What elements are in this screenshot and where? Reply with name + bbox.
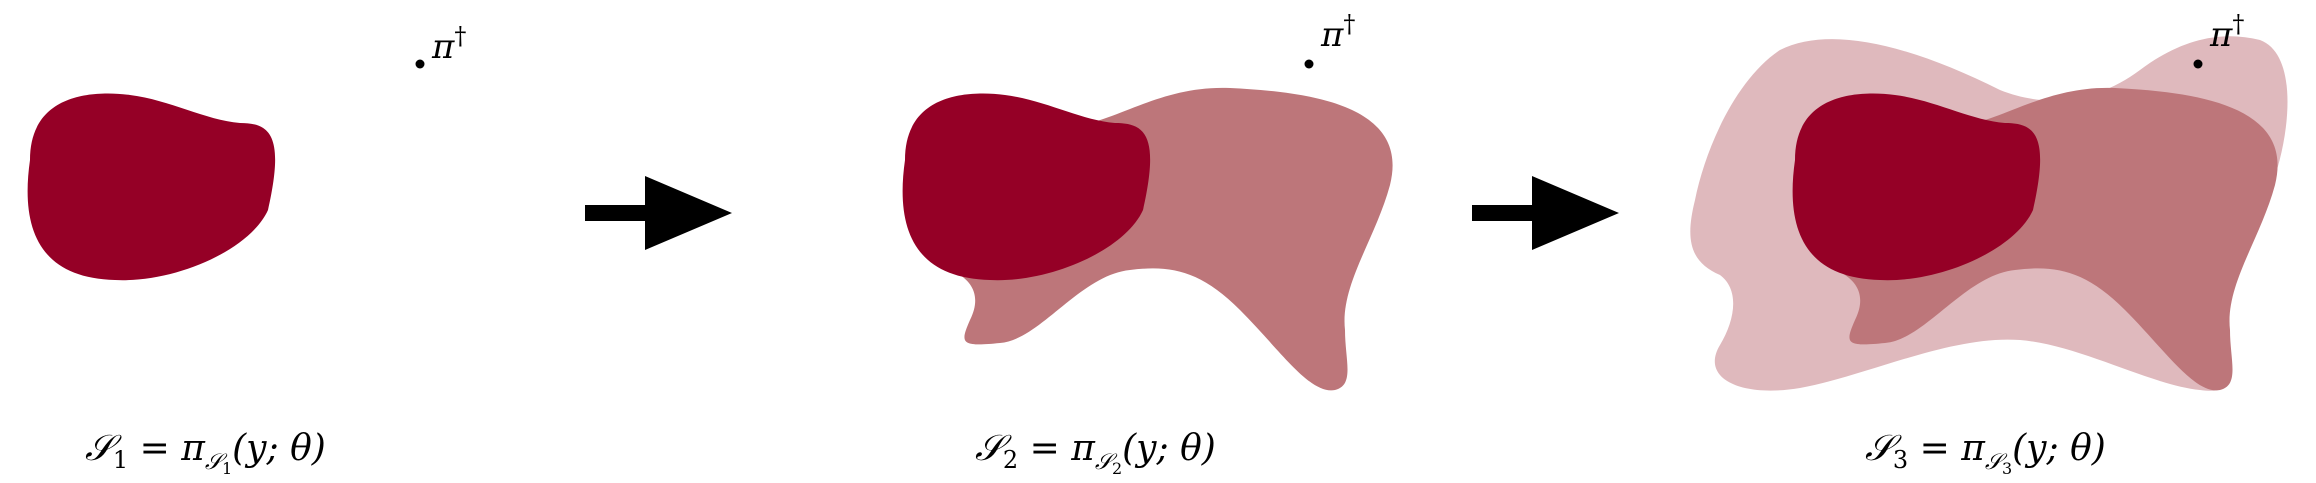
target-label: π†: [431, 22, 466, 67]
right-arrow-icon: [585, 176, 732, 250]
set-equation-s2: 𝒮2 = π𝒮2(y; θ): [975, 428, 1216, 478]
target-label: π†: [2209, 10, 2244, 55]
target-label: π†: [1320, 10, 1355, 55]
set-region-s3-base: [1792, 93, 2041, 281]
target-point-dot: [1304, 59, 1314, 69]
set-equation-s3: 𝒮3 = π𝒮3(y; θ): [1865, 428, 2106, 478]
panel-1: π† 𝒮1 = π𝒮1(y; θ): [27, 22, 466, 478]
target-point-pi-dagger: π†: [1304, 10, 1355, 69]
set-region-s1: [27, 93, 276, 281]
target-point-pi-dagger: π†: [2193, 10, 2244, 69]
set-equation-s1: 𝒮1 = π𝒮1(y; θ): [85, 428, 326, 478]
panel-3: π† 𝒮3 = π𝒮3(y; θ): [1690, 10, 2288, 478]
right-arrow-icon: [1472, 176, 1619, 250]
target-point-dot: [415, 59, 425, 69]
target-point-dot: [2193, 59, 2203, 69]
panel-2: π† 𝒮2 = π𝒮2(y; θ): [902, 10, 1393, 478]
target-point-pi-dagger: π†: [415, 22, 466, 69]
set-region-s2-base: [902, 93, 1151, 281]
